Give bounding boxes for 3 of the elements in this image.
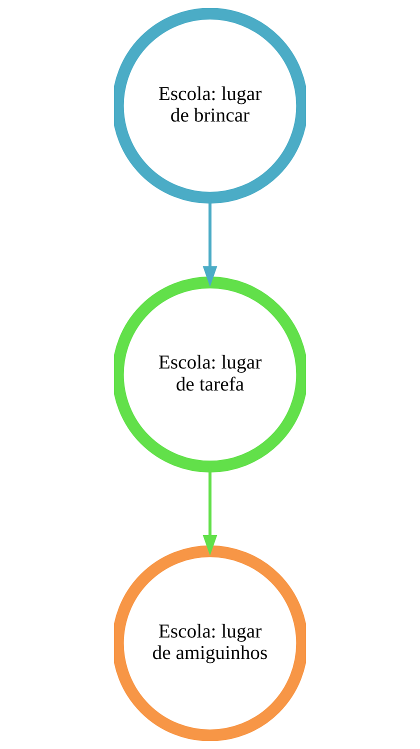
node-circle: Escola: lugar de brincar: [114, 8, 306, 204]
node-circle: Escola: lugar de amiguinhos: [114, 545, 306, 741]
node-circle: Escola: lugar de tarefa: [114, 276, 306, 472]
